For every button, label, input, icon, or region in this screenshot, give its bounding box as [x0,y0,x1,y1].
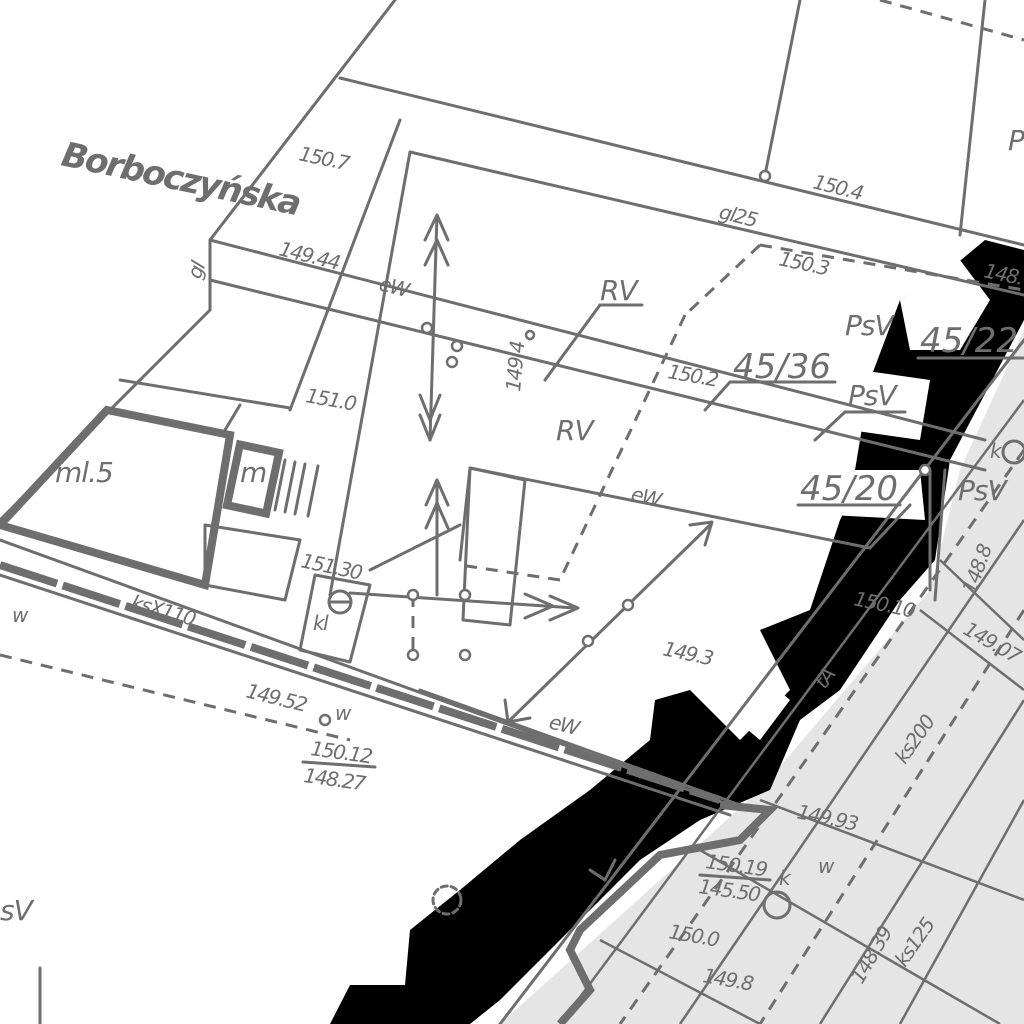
survey-points [318,169,1024,920]
elevation-label: 149.52 [244,679,310,717]
elevation-fraction-bar [698,873,772,882]
flow-arrows [223,213,1024,882]
building-stair-label: m [240,456,266,489]
land-use-label: sV [0,894,35,927]
land-use-label: RV [600,274,639,307]
building-label: ml.5 [55,456,113,489]
elevation-label: 149.3 [661,636,715,670]
strip-cutout-1 [700,640,790,740]
elevation-label: 149.44 [277,237,343,275]
land-use-label: PsV [845,309,895,342]
utility-label: eW [547,710,584,741]
parcel-number: 45/36 [733,347,831,387]
utility-label: kl [313,611,329,635]
elevation-label: 150.2 [666,359,720,391]
elevation-label: 151.0 [304,383,358,415]
elevation-fraction-bar [301,760,377,769]
elevation-label: 150.3 [777,246,831,280]
strip-cutout-4 [830,470,925,520]
elevation-label: 150.7 [297,141,352,175]
land-use-label: RV [556,414,595,447]
utility-label: w [12,603,29,627]
kl-box [298,573,372,664]
elevation-label: 148.27 [302,763,367,796]
utility-label: gl25 [717,200,760,233]
pipe-ksx110 [0,561,779,1024]
road-lines [498,338,1024,1024]
land-use-label: PsV [958,474,1008,507]
utility-label: eW [629,482,666,513]
elevation-label: 149.4 [501,340,529,392]
land-use-label: PsV [848,379,898,412]
utility-label: gl [182,257,210,281]
utility-label: ksX110 [129,590,199,631]
street-name-label: Borboczyńska [58,135,303,224]
building-ml5 [0,405,320,602]
dashed-lines [0,0,1024,742]
utility-label: w [818,854,835,878]
strip-cutout-3 [850,370,930,440]
utility-label: w [335,701,352,725]
parcel-number: 45/20 [800,469,898,509]
land-use-label: P [1008,124,1024,157]
inner-outbuilding [461,466,527,627]
parcel-number: 45/22 [920,321,1018,361]
